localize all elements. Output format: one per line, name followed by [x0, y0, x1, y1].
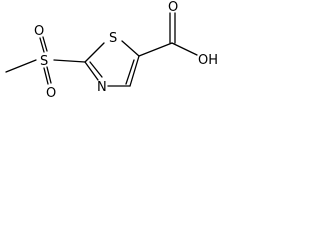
bond-carboxyl-oh — [171, 42, 198, 56]
bond-c2-ring-s — [84, 42, 105, 63]
bonds — [5, 12, 198, 87]
atom-sulfonyl-oxygen-top: O — [34, 24, 44, 39]
atom-sulfonyl-oxygen-bottom: O — [46, 86, 56, 101]
atom-labels: S O O S N O OH — [34, 0, 218, 101]
bond-s-o-top-1 — [39, 37, 45, 53]
atom-ring-sulfur: S — [109, 31, 117, 46]
bond-ring-s-c5 — [121, 40, 140, 57]
chemical-structure: S O O S N O OH — [5, 0, 218, 101]
atom-hydroxyl: OH — [198, 53, 218, 68]
bond-c5-carboxyl — [138, 42, 173, 57]
bond-s-o-bottom-1 — [43, 67, 49, 85]
bond-s-o-bottom-2 — [46, 66, 52, 84]
bond-n-c2-inner — [89, 61, 103, 78]
bond-n-c2 — [84, 61, 99, 81]
atom-sulfonyl-sulfur: S — [40, 54, 48, 69]
atom-ring-nitrogen: N — [97, 80, 107, 95]
atom-carbonyl-oxygen: O — [168, 0, 178, 15]
bond-c5-c4-inner — [125, 59, 135, 85]
structure-canvas: S O O S N O OH — [0, 0, 234, 126]
bond-sulfur-c2 — [53, 59, 86, 63]
bond-c5-c4 — [129, 55, 140, 87]
bond-methyl-sulfur — [5, 59, 37, 73]
bond-s-o-top-2 — [42, 36, 48, 52]
